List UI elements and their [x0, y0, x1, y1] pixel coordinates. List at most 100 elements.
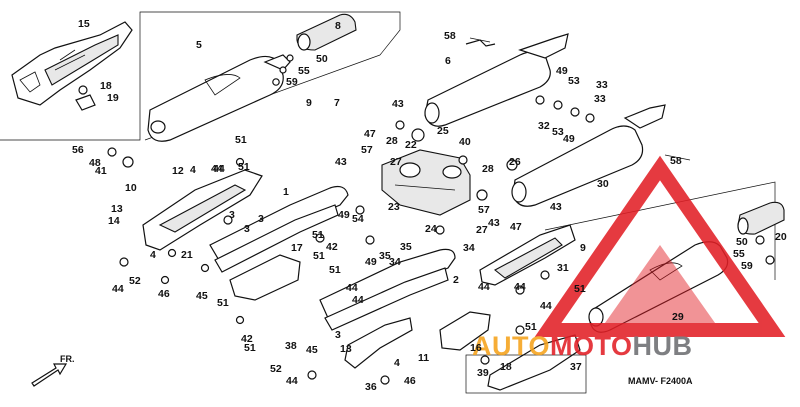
part-number-label: 18: [100, 80, 112, 92]
bracket-16: [439, 311, 491, 351]
part-number-label: 46: [404, 375, 416, 387]
part-number-label: 4: [394, 357, 400, 369]
part-number-label: 3: [258, 213, 264, 225]
part-number-label: 27: [390, 156, 402, 168]
part-number-label: 3: [335, 329, 341, 341]
muffler-30: [511, 104, 666, 207]
part-number-label: 49: [365, 256, 377, 268]
watermark-auto: AUTO: [472, 331, 550, 361]
part-number-label: 45: [196, 290, 208, 302]
part-number-label: 47: [510, 221, 522, 233]
part-number-label: 14: [108, 215, 120, 227]
part-number-label: 15: [78, 18, 90, 30]
part-number-label: 22: [405, 139, 417, 151]
part-number-label: 42: [326, 241, 338, 253]
part-number-label: 56: [72, 144, 84, 156]
part-number-label: 55: [733, 248, 745, 260]
svg-text:AUTOMOTOHUB: AUTOMOTOHUB: [472, 331, 693, 361]
part-number-label: 44: [213, 163, 225, 175]
part-number-label: 44: [478, 281, 490, 293]
part-number-label: 21: [181, 249, 193, 261]
part-number-label: 51: [217, 297, 229, 309]
part-number-label: 16: [470, 342, 482, 354]
part-number-label: 38: [285, 340, 297, 352]
part-number-label: 50: [736, 236, 748, 248]
fasteners-50-55-59: [272, 54, 294, 86]
part-number-label: 44: [211, 163, 223, 175]
part-number-label: 9: [306, 97, 312, 109]
part-number-label: 4: [150, 249, 156, 261]
part-number-label: 35: [400, 241, 412, 253]
part-number-label: 10: [125, 182, 137, 194]
part-number-label: 44: [514, 281, 526, 293]
part-number-label: 39: [477, 367, 489, 379]
part-number-label: 13: [340, 343, 352, 355]
part-number-label: 50: [316, 53, 328, 65]
part-number-label: 25: [437, 125, 449, 137]
watermark-triangle: [534, 155, 786, 337]
part-number-label: 44: [540, 300, 552, 312]
part-number-label: 29: [672, 311, 684, 323]
part-number-label: 20: [775, 231, 787, 243]
part-number-label: 32: [538, 120, 550, 132]
part-number-label: 33: [594, 93, 606, 105]
exhaust-pipe-2: [319, 248, 456, 331]
part-number-label: 51: [313, 250, 325, 262]
heat-shield-37: [465, 334, 587, 394]
part-number-label: 33: [596, 79, 608, 91]
part-number-label: 12: [172, 165, 184, 177]
part-number-label: 51: [329, 264, 341, 276]
part-number-label: 51: [235, 134, 247, 146]
watermark-triangle-inner: [600, 245, 720, 330]
part-number-label: 53: [552, 126, 564, 138]
front-arrow: FR.: [31, 354, 75, 387]
part-number-label: 6: [445, 55, 451, 67]
part-number-label: 44: [352, 294, 364, 306]
part-number-label: 24: [425, 223, 437, 235]
part-number-label: 45: [306, 344, 318, 356]
part-number-label: 43: [550, 201, 562, 213]
part-number-label: 57: [361, 144, 373, 156]
watermark-hub: HUB: [633, 331, 693, 361]
end-cover-20: [737, 201, 785, 235]
end-cover-8: [296, 13, 357, 51]
part-number-label: 13: [111, 203, 123, 215]
part-number-label: 51: [574, 283, 586, 295]
fr-label: FR.: [60, 354, 75, 364]
part-number-label: 42: [241, 333, 253, 345]
part-number-label: 40: [459, 136, 471, 148]
bracket-17: [229, 254, 301, 301]
part-number-label: 35: [379, 250, 391, 262]
part-number-label: 34: [463, 242, 475, 254]
part-number-label: 46: [158, 288, 170, 300]
part-number-label: 48: [89, 157, 101, 169]
part-number-label: 18: [500, 361, 512, 373]
part-number-label: 37: [570, 361, 582, 373]
chamber-22: [381, 149, 471, 216]
part-number-label: 4: [190, 164, 196, 176]
small-fasteners: [107, 37, 775, 385]
part-number-label: 26: [509, 156, 521, 168]
part-number-label: 36: [365, 381, 377, 393]
part-number-label: 55: [298, 65, 310, 77]
part-number-label: 28: [386, 135, 398, 147]
heat-shield-14: [142, 169, 263, 251]
part-number-label: 30: [597, 178, 609, 190]
part-number-label: 51: [238, 161, 250, 173]
part-number-label: 44: [286, 375, 298, 387]
diagram-code: MAMV- F2400A: [628, 376, 693, 386]
part-number-label: 47: [364, 128, 376, 140]
part-number-label: 9: [580, 242, 586, 254]
heat-shield-31: [479, 224, 576, 286]
part-number-label: 41: [95, 165, 107, 177]
part-number-label: 59: [286, 76, 298, 88]
part-number-label: 17: [291, 242, 303, 254]
part-number-label: 57: [478, 204, 490, 216]
part-number-label: 23: [388, 201, 400, 213]
part-number-label: 43: [392, 98, 404, 110]
part-number-label: 53: [568, 75, 580, 87]
part-number-label: 51: [312, 229, 324, 241]
part-number-label: 59: [741, 260, 753, 272]
heat-shield-15: [11, 21, 133, 111]
